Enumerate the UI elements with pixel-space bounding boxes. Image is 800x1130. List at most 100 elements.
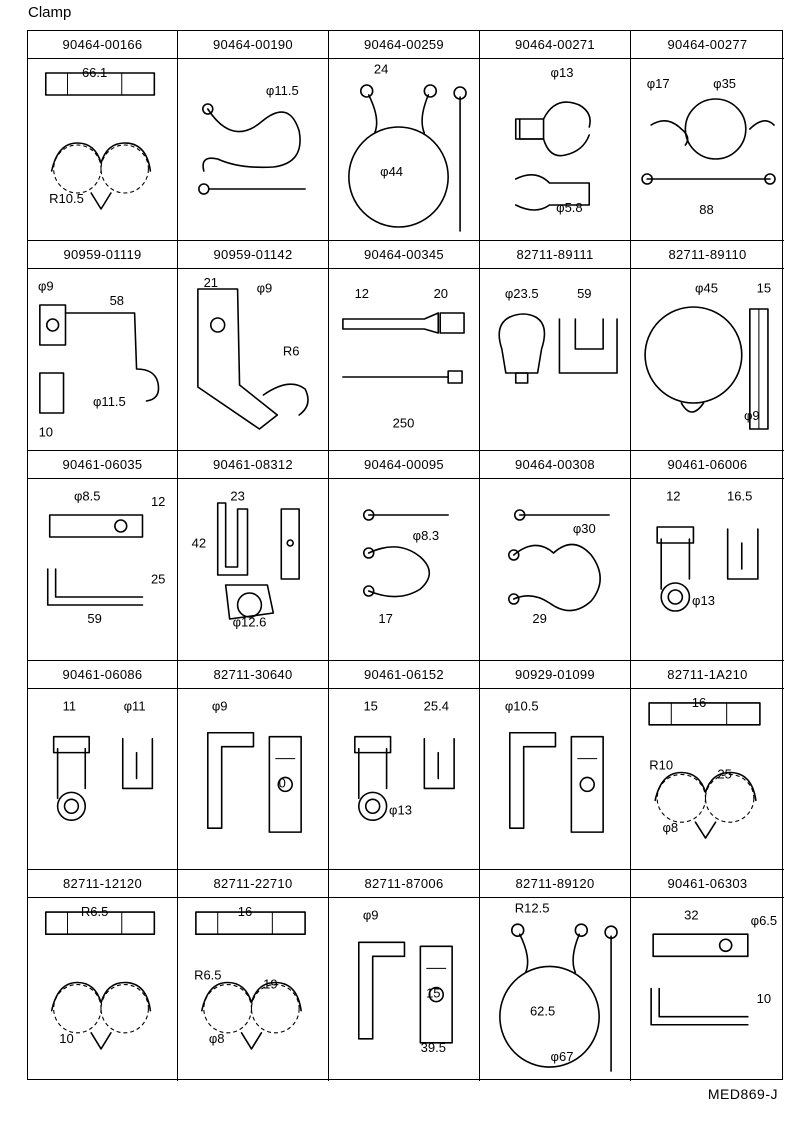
- dimension-label: R6.5: [194, 968, 221, 983]
- part-number: 82711-30640: [178, 661, 328, 689]
- part-sketch-big-loop: [348, 84, 467, 232]
- dimension-label: R6.5: [81, 904, 108, 919]
- page-title: Clamp: [28, 4, 72, 21]
- dimension-label: 21: [204, 275, 218, 290]
- dimension-label: R10: [649, 758, 673, 773]
- part-number: 90461-06152: [329, 661, 479, 689]
- part-number: 90461-06086: [28, 661, 177, 689]
- dimension-label: 20: [434, 286, 448, 301]
- dimension-label: φ9: [363, 908, 379, 923]
- part-sketch-flat-plate: [650, 933, 749, 1026]
- part-sketch-small-s: [362, 509, 449, 598]
- part-sketch-u-bracket: [216, 502, 300, 620]
- dimension-label: 17: [378, 611, 392, 626]
- dimension-label: φ9: [38, 279, 54, 294]
- part-sketch: φ8.317: [362, 509, 449, 626]
- dimension-label: 16: [238, 904, 252, 919]
- dimension-label: 12: [151, 494, 165, 509]
- dimension-label: φ5.8: [556, 200, 583, 215]
- part-number: 90464-00095: [329, 451, 479, 479]
- dimension-label: φ13: [389, 802, 412, 817]
- part-number: 90461-06303: [631, 870, 784, 898]
- dimension-label: 23: [230, 489, 244, 504]
- part-number: 90464-00190: [178, 31, 328, 59]
- dimension-label: 62.5: [530, 1004, 555, 1019]
- part-number: 82711-1A210: [631, 661, 784, 689]
- dimension-label: φ9: [212, 699, 228, 714]
- part-sketch-double-ring: [44, 72, 156, 210]
- dimension-label: φ17: [647, 76, 670, 91]
- dimension-label: 29: [532, 611, 546, 626]
- dimension-label: 25: [717, 767, 731, 782]
- part-sketch-bracket-hook: [39, 304, 160, 414]
- dimension-label: 12: [355, 286, 369, 301]
- part-number: 90464-00345: [329, 241, 479, 269]
- part-sketch-spring-clip: [498, 313, 618, 384]
- dimension-label: 25.4: [424, 699, 449, 714]
- dimension-label: 24: [374, 61, 388, 76]
- part-number: 90959-01119: [28, 241, 177, 269]
- dimension-label: 12: [666, 489, 680, 504]
- part-sketch-s-hook: [198, 103, 306, 195]
- dimension-label: 16.5: [727, 489, 752, 504]
- dimension-label: φ11.5: [93, 394, 126, 409]
- part-sketch-tie-strap: [342, 312, 465, 384]
- part-number: 82711-89110: [631, 241, 784, 269]
- part-number: 90929-01099: [480, 661, 630, 689]
- part-number: 90464-00271: [480, 31, 630, 59]
- part-sketch-double-ring: [648, 702, 761, 839]
- part-number: 82711-89120: [480, 870, 630, 898]
- dimension-label: φ10.5: [505, 699, 539, 714]
- dimension-label: φ11.5: [266, 83, 299, 98]
- dimension-label: R12.5: [515, 901, 550, 916]
- part-sketch: φ10.5: [505, 699, 604, 833]
- part-sketch-hook-plate: [357, 941, 453, 1044]
- part-number: 90461-08312: [178, 451, 328, 479]
- dimension-label: φ9: [257, 280, 273, 295]
- dimension-label: φ35: [713, 76, 736, 91]
- part-number: 90461-06035: [28, 451, 177, 479]
- part-sketch-ring-bracket: [52, 735, 154, 822]
- part-number: 90464-00277: [631, 31, 784, 59]
- dimension-label: 32: [684, 908, 698, 923]
- dimension-label: 15: [426, 986, 440, 1001]
- part-sketch-bow-clip: [641, 98, 776, 185]
- dimension-label: 59: [87, 611, 101, 626]
- part-number: 82711-22710: [178, 870, 328, 898]
- part-sketch-medium-s: [508, 509, 610, 612]
- dimension-label: 19: [263, 977, 277, 992]
- catalog-code: MED869-J: [707, 1086, 778, 1102]
- part-number: 82711-12120: [28, 870, 177, 898]
- dimension-label: φ44: [380, 164, 403, 179]
- dimension-label: 25: [151, 571, 165, 586]
- part-sketch-big-loop: [499, 923, 618, 1072]
- part-sketch-hook-plate: [508, 731, 604, 833]
- part-sketch-bent-bracket: [197, 288, 309, 430]
